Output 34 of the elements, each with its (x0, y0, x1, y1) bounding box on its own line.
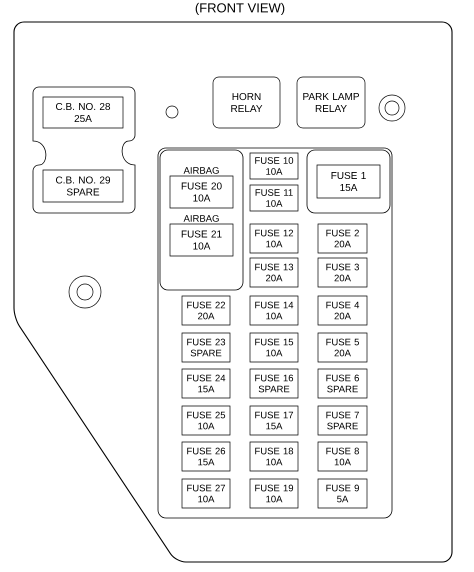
fuse-box: AIRBAG FUSE 21 10A (170, 215, 234, 256)
fuse-box: FUSE 15 10A (250, 332, 298, 362)
circuit-breaker: C.B. NO. 29 SPARE (42, 170, 124, 202)
fuse-box: FUSE 8 10A (318, 442, 368, 472)
relay-box: HORN RELAY (212, 76, 280, 128)
fuse-box: FUSE 1 15A (316, 164, 380, 198)
fuse-box: FUSE 24 15A (182, 368, 230, 398)
fuse-box: FUSE 11 10A (250, 184, 298, 212)
circuit-breaker: C.B. NO. 28 25A (42, 96, 124, 128)
fuse-box: FUSE 23 SPARE (182, 332, 230, 362)
fuse-box: FUSE 10 10A (250, 152, 298, 180)
fuse-box: FUSE 22 20A (182, 296, 230, 326)
fuse-box: FUSE 14 10A (250, 296, 298, 326)
fuse-box: FUSE 7 SPARE (318, 406, 368, 436)
fuse-box: FUSE 9 5A (318, 478, 368, 508)
fuse-box: FUSE 12 10A (250, 224, 298, 254)
node-label: AIRBAG (184, 167, 219, 174)
fuse-box: FUSE 3 20A (318, 258, 368, 288)
fuse-box: FUSE 2 20A (318, 224, 368, 254)
relay-box: PARK LAMP RELAY (296, 76, 366, 128)
fuse-box: FUSE 27 10A (182, 478, 230, 508)
fuse-box: FUSE 17 15A (250, 406, 298, 436)
fuse-box: FUSE 18 10A (250, 442, 298, 472)
fuse-box: FUSE 4 20A (318, 296, 368, 326)
title-text: (FRONT VIEW) (196, 2, 284, 16)
fuse-box: FUSE 6 SPARE (318, 368, 368, 398)
fuse-box: FUSE 25 10A (182, 406, 230, 436)
fuse-box: FUSE 16 SPARE (250, 368, 298, 398)
fuse-box: AIRBAG FUSE 20 10A (170, 167, 234, 208)
fuse-box: FUSE 19 10A (250, 478, 298, 508)
fuse-box: FUSE 13 20A (250, 258, 298, 288)
node-label: AIRBAG (184, 215, 219, 222)
fuse-box: FUSE 26 15A (182, 442, 230, 472)
fuse-box: FUSE 5 20A (318, 332, 368, 362)
